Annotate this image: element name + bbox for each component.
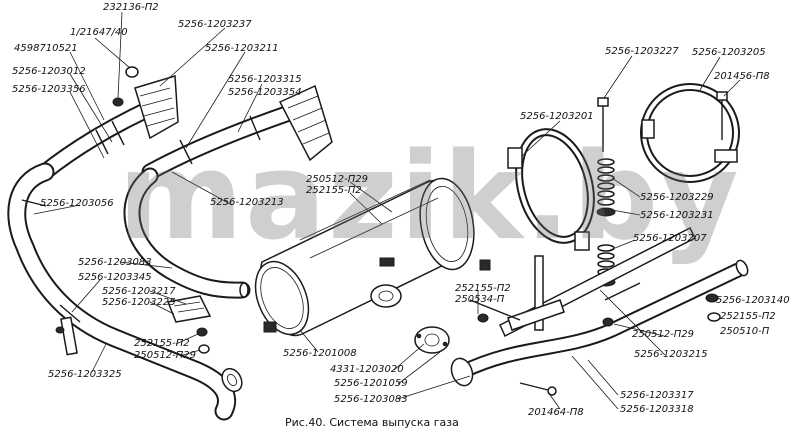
callout-label: 5256-1203227: [605, 46, 679, 57]
callout-label: 5256-1203354: [228, 87, 302, 98]
callout-label: 5256-1203356: [12, 84, 86, 95]
callout-label: 1/21647/40: [70, 27, 128, 38]
callout-label: 5256-1203317: [620, 390, 694, 401]
callout-label: 5256-1203325: [48, 369, 122, 380]
callout-label: 5256-1201059: [334, 378, 408, 389]
callout-label: 201456-П8: [714, 71, 770, 82]
callout-label: 5256-1203207: [633, 233, 707, 244]
elbow-flange: [221, 367, 243, 393]
fasteners: [55, 66, 721, 354]
exhaust-pipes: [7, 94, 749, 421]
callout-label: 5256-1203012: [12, 66, 86, 77]
flange-gasket: [414, 326, 450, 354]
callout-label: 5256-1201008: [283, 348, 357, 359]
tail-flange: [450, 357, 557, 396]
callout-label: 250512-П29: [632, 329, 695, 340]
callout-label: 252155-П2: [306, 185, 362, 196]
callout-label: 5256-1203345: [78, 272, 152, 283]
callout-label: 5256-1203083: [78, 257, 152, 268]
callout-label: 5256-1203201: [520, 111, 594, 122]
callout-label: 5256-1203056: [40, 198, 114, 209]
callout-label: 250512-П29: [134, 350, 197, 361]
strap-clamps: [507, 83, 740, 251]
callout-label: 232136-П2: [103, 2, 159, 13]
callout-label: 5256-1203140: [716, 295, 790, 306]
callout-label: 4331-1203020: [330, 364, 404, 375]
callout-label: 252155-П2: [134, 338, 190, 349]
callout-label: 5256-1203215: [634, 349, 708, 360]
callout-label: 4598710521: [14, 43, 78, 54]
callout-label: 5256-1203229: [640, 192, 714, 203]
muffler: [254, 177, 491, 337]
pipe-clamps: [21, 115, 261, 323]
bolts: [597, 91, 728, 152]
frame-bracket: [469, 226, 697, 338]
callout-label: 5256-1203205: [692, 47, 766, 58]
callout-label: 5256-1203318: [620, 404, 694, 415]
callout-label: 250510-П: [720, 326, 770, 337]
callout-label: 252155-П2: [455, 283, 511, 294]
callout-label: 5256-1203213: [210, 197, 284, 208]
callout-label: 5256-1203315: [228, 74, 302, 85]
leader-lines: [33, 11, 741, 410]
callout-label: 201464-П8: [528, 407, 584, 418]
mounting-brackets: [60, 75, 333, 356]
callout-label: 5256-1203225: [102, 297, 176, 308]
callout-label: 250534-П: [455, 294, 505, 305]
callout-label: 5256-1203083: [334, 394, 408, 405]
callout-label: 5256-1203231: [640, 210, 714, 221]
figure-caption: Рис.40. Система выпуска газа: [285, 416, 459, 429]
callout-label: 252155-П2: [720, 311, 776, 322]
callout-label: 5256-1203217: [102, 286, 176, 297]
callout-label: 250512-П29: [306, 174, 369, 185]
callout-label: 5256-1203211: [205, 43, 279, 54]
callout-label: 5256-1203237: [178, 19, 252, 30]
